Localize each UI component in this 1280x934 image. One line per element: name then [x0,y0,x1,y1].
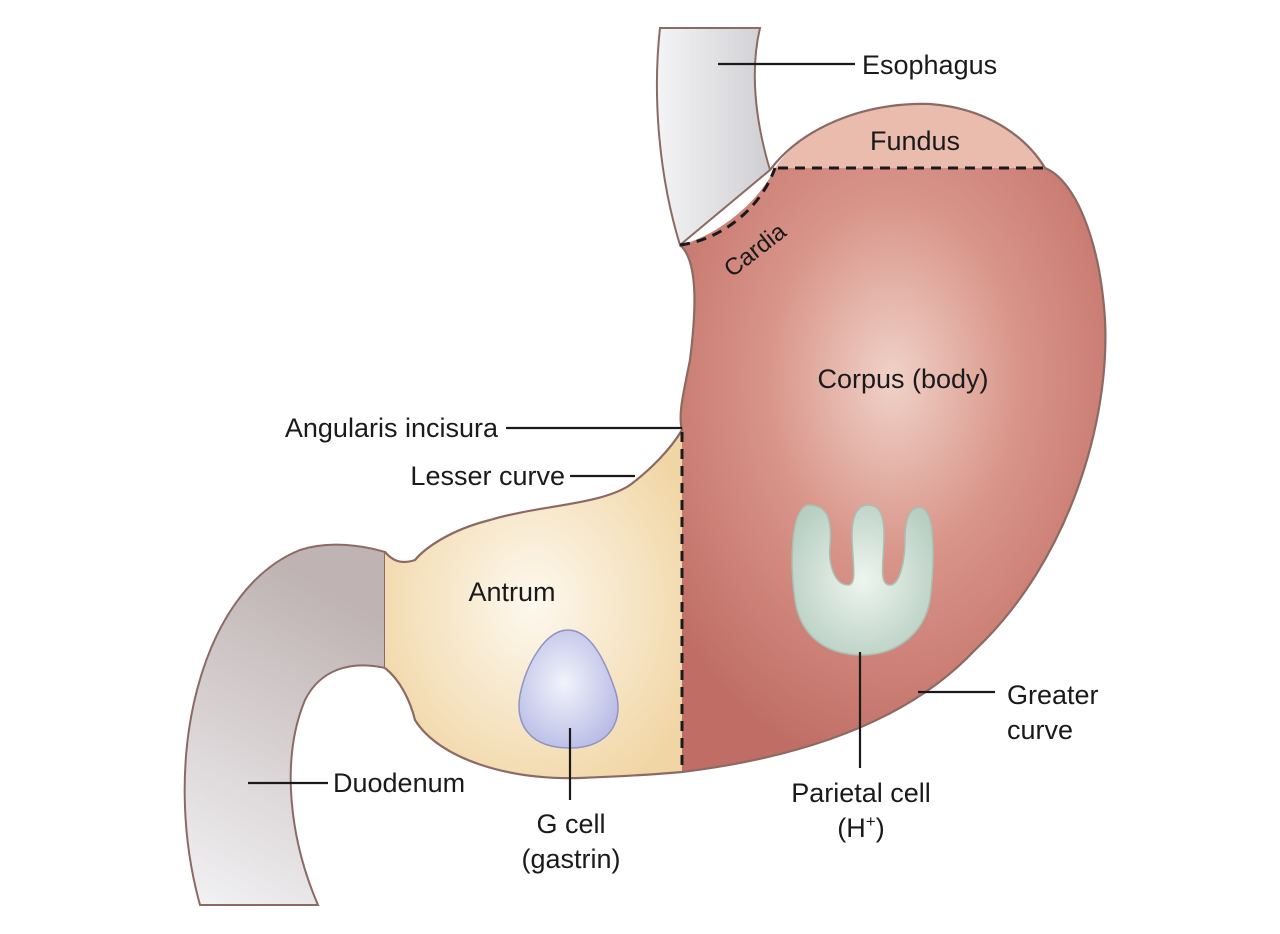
label-g-cell-2: (gastrin) [521,844,620,874]
label-fundus: Fundus [870,126,960,156]
stomach-outline-greater [384,102,1107,780]
duodenum-shape [183,543,386,906]
label-greater-curve-2: curve [1007,715,1073,745]
stomach-outline [384,244,696,564]
parietal-h-base: (H [837,813,866,843]
stomach-body-shape [680,168,1106,772]
parietal-cell-shape [791,504,934,656]
label-antrum: Antrum [468,577,555,607]
label-duodenum: Duodenum [333,768,465,798]
label-lesser-curve: Lesser curve [410,461,565,491]
label-greater-curve-1: Greater [1007,680,1099,710]
label-parietal-1: Parietal cell [791,778,931,808]
fundus-shape [775,103,1045,168]
parietal-h-sup: + [866,812,876,831]
label-g-cell-1: G cell [536,809,605,839]
label-angularis: Angularis incisura [285,413,499,443]
label-esophagus: Esophagus [862,50,997,80]
label-parietal-2: (H+) [837,812,884,843]
parietal-h-end: ) [876,813,885,843]
label-corpus: Corpus (body) [817,364,988,394]
